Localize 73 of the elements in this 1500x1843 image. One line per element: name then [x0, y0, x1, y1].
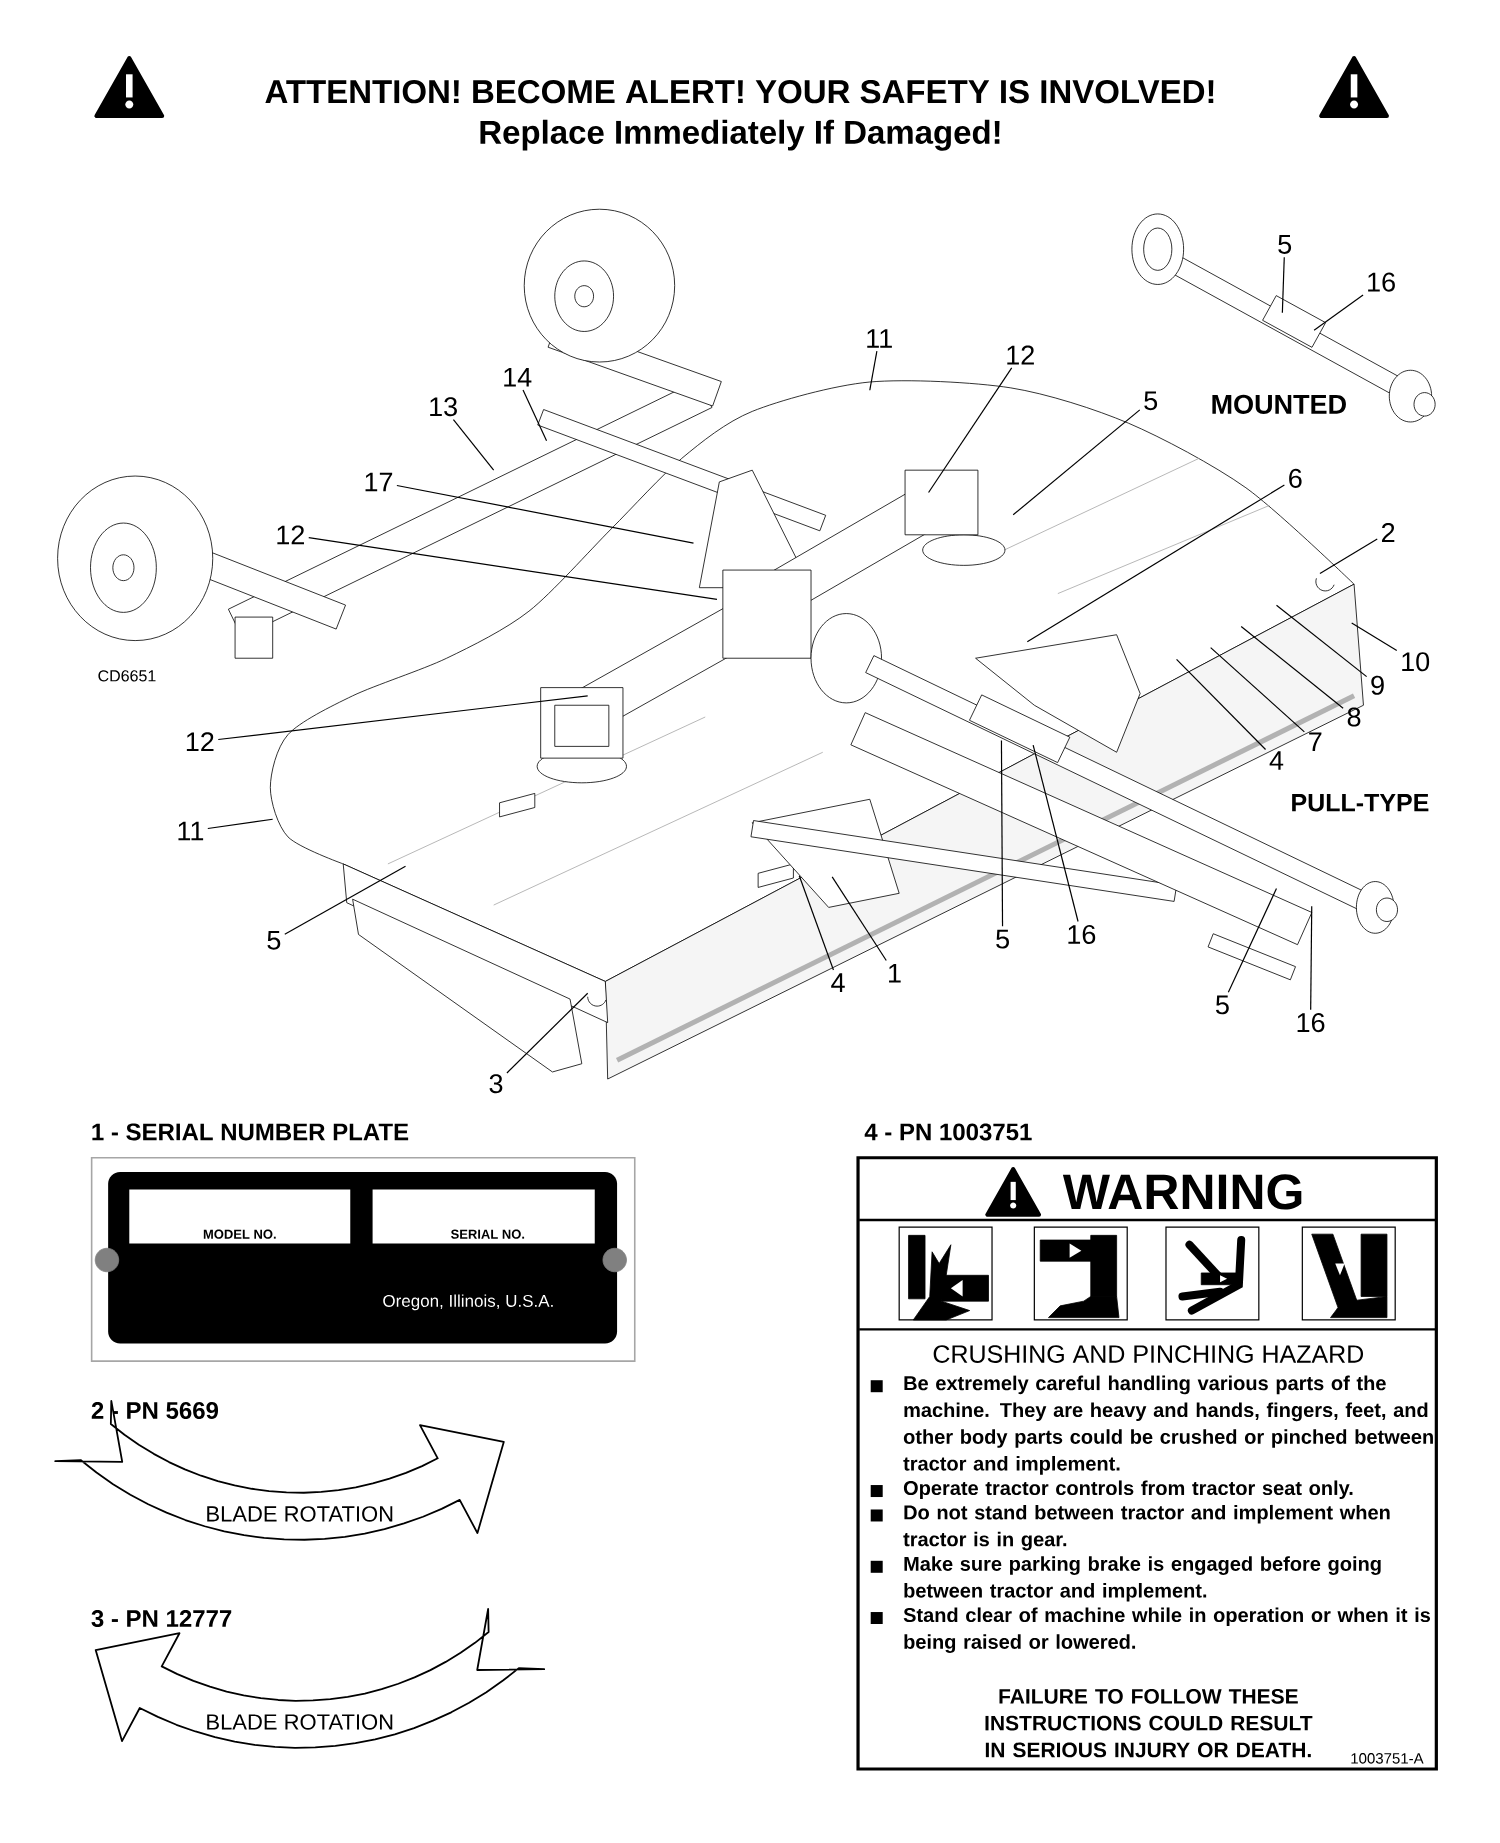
callout-number: 16	[1068, 924, 1096, 944]
callout-number: 3	[489, 1074, 503, 1094]
title: ATTENTION! BECOME ALERT! YOUR SAFETY IS INVOLVED!	[265, 80, 1214, 104]
leader-line	[452, 419, 495, 471]
view-label: PULL-TYPE	[1292, 794, 1429, 812]
callout-number: 5	[1216, 995, 1229, 1015]
leader-line	[522, 389, 548, 442]
leader-line	[1012, 409, 1141, 516]
callout-number: 4	[831, 973, 845, 992]
callout-number: 12	[187, 732, 214, 752]
callout-number: 13	[430, 397, 458, 417]
leader-line	[308, 537, 718, 601]
leader-line	[1026, 484, 1286, 643]
bullet-item: Stand clear of machine while in operation or when it is being raised or lowered.	[870, 1607, 1431, 1653]
drawing-number: CD6651	[98, 670, 156, 682]
callout-number: 10	[1402, 652, 1430, 672]
callout-number: 5	[1278, 235, 1292, 254]
decal-heading: 3 - PN 12777	[91, 1610, 232, 1628]
callout-number: 12	[277, 525, 305, 545]
bullet-item: Operate tractor controls from tractor seat only.	[870, 1480, 1353, 1500]
bullet-item: Make sure parking brake is engaged before going between tractor and implement.	[870, 1556, 1381, 1602]
signal-word: WARNING	[1063, 1174, 1302, 1210]
leader-line	[1313, 294, 1364, 331]
callout-number: 1	[889, 963, 901, 983]
decal-heading: 4 - PN 1003751	[864, 1123, 1032, 1141]
node-label: MODEL NO.	[203, 1229, 276, 1239]
callout-number: 16	[1368, 272, 1395, 292]
part-number: 1003751-A	[1351, 1753, 1424, 1764]
callout-number: 7	[1309, 732, 1322, 751]
callout-number: 5	[996, 929, 1010, 949]
leader-line	[1227, 888, 1278, 993]
leader-line	[928, 367, 1013, 494]
leader-line	[284, 865, 407, 935]
callout-number: 14	[504, 368, 532, 387]
callout-number: 8	[1347, 707, 1361, 727]
leader-line	[207, 818, 274, 830]
leader-line	[1176, 658, 1267, 751]
bullet-item: Do not stand between tractor and implement when tractor is in gear.	[870, 1504, 1390, 1551]
leader-line	[1210, 647, 1306, 733]
leader-line	[1281, 256, 1285, 314]
leader-line	[1351, 622, 1398, 652]
leader-line	[869, 350, 878, 391]
hazard-heading: CRUSHING AND PINCHING HAZARD	[933, 1345, 1364, 1363]
callout-number: 6	[1289, 468, 1302, 488]
bullet-item: Be extremely careful handling various parts of the machine. They are heavy and hands, fingers, feet, and other body parts could be crushed or pinched between tractor and implement.	[870, 1375, 1434, 1475]
leader-line	[831, 876, 887, 962]
callout-number: 16	[1297, 1013, 1325, 1033]
leader-line	[1276, 604, 1368, 678]
callout-number: 5	[1144, 391, 1158, 411]
callout-number: 11	[178, 821, 204, 841]
leader-line	[798, 875, 835, 971]
leader-line	[1310, 905, 1313, 1011]
leader-line	[1319, 538, 1378, 575]
leader-line	[1032, 744, 1079, 923]
callout-number: 17	[365, 472, 393, 492]
leader-line	[506, 992, 589, 1074]
leader-line	[1240, 625, 1344, 709]
serial-number-plate: MODEL NO. SERIAL NO. Oregon, Illinois, U.S.A.	[90, 1156, 636, 1362]
callout-number: 11	[867, 329, 892, 348]
decal-heading: 1 - SERIAL NUMBER PLATE	[92, 1123, 409, 1141]
node-label: Oregon, Illinois, U.S.A.	[383, 1294, 553, 1311]
leader-line	[1000, 739, 1004, 927]
warning-message: FAILURE TO FOLLOW THESE INSTRUCTIONS COULD RESULT IN SERIOUS INJURY OR DEATH.	[985, 1688, 1313, 1758]
view-label: MOUNTED	[1212, 394, 1347, 414]
node-label: SERIAL NO.	[451, 1229, 525, 1239]
subtitle: Replace Immediately If Damaged!	[480, 119, 1000, 151]
callout-number: 4	[1269, 751, 1284, 770]
leader-line	[217, 695, 589, 741]
callout-number: 12	[1007, 345, 1034, 365]
callout-number: 9	[1371, 675, 1384, 695]
leader-line	[396, 484, 695, 544]
callout-number: 5	[267, 930, 281, 950]
callout-number: 2	[1382, 523, 1395, 542]
